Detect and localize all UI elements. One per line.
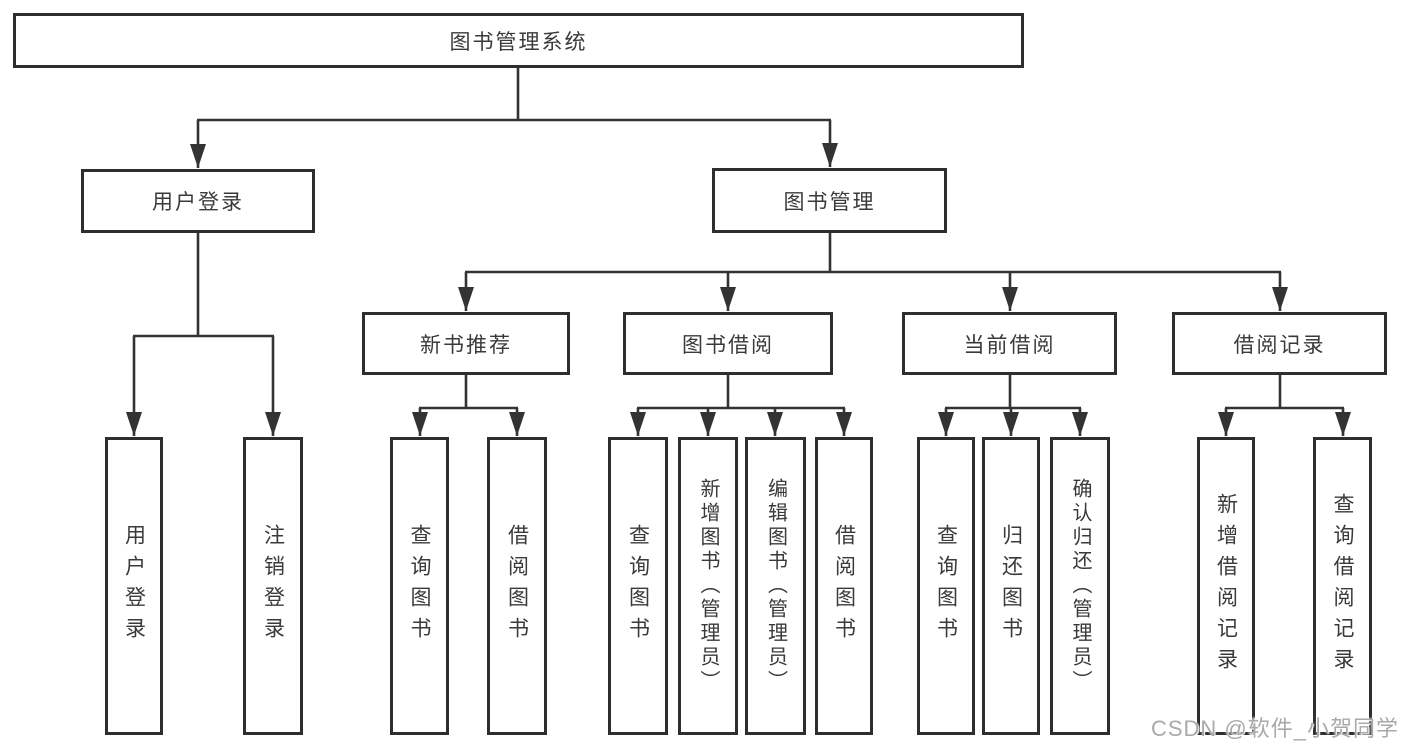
leaf-cb-confirm-return-label: 确认归还（管理员） — [1069, 478, 1091, 694]
node-current-borrow-label: 当前借阅 — [963, 333, 1056, 357]
node-root-label: 图书管理系统 — [449, 30, 588, 54]
leaf-logout-login-label: 注销登录 — [261, 524, 285, 648]
node-user-login: 用户登录 — [81, 169, 315, 233]
csdn-watermark: CSDN @软件_小贺同学 — [1150, 716, 1399, 741]
leaf-cb-query-book-label: 查询图书 — [934, 524, 958, 648]
node-current-borrow: 当前借阅 — [902, 312, 1117, 375]
leaf-br-query-record: 查询借阅记录 — [1313, 437, 1372, 735]
node-root: 图书管理系统 — [13, 13, 1024, 68]
leaf-cb-query-book: 查询图书 — [917, 437, 975, 735]
leaf-nbr-borrow-book: 借阅图书 — [487, 437, 547, 735]
leaf-cb-return-book: 归还图书 — [982, 437, 1040, 735]
leaf-user-login-label: 用户登录 — [122, 524, 146, 648]
leaf-bb-edit-book: 编辑图书（管理员） — [745, 437, 806, 735]
leaf-logout-login: 注销登录 — [243, 437, 303, 735]
leaf-cb-return-book-label: 归还图书 — [999, 524, 1023, 648]
node-borrow-record-label: 借阅记录 — [1233, 333, 1326, 357]
leaf-bb-borrow-book: 借阅图书 — [815, 437, 873, 735]
node-book-management: 图书管理 — [712, 168, 947, 233]
leaf-bb-edit-book-label: 编辑图书（管理员） — [764, 478, 787, 694]
leaf-bb-query-book: 查询图书 — [608, 437, 668, 735]
leaf-br-add-record: 新增借阅记录 — [1197, 437, 1255, 735]
leaf-nbr-query-book-label: 查询图书 — [408, 524, 431, 648]
leaf-nbr-borrow-book-label: 借阅图书 — [505, 524, 529, 648]
leaf-nbr-query-book: 查询图书 — [390, 437, 449, 735]
leaf-br-add-record-label: 新增借阅记录 — [1214, 493, 1238, 679]
leaf-br-query-record-label: 查询借阅记录 — [1331, 493, 1354, 679]
node-borrow-record: 借阅记录 — [1172, 312, 1387, 375]
node-book-borrow: 图书借阅 — [623, 312, 833, 375]
leaf-cb-confirm-return: 确认归还（管理员） — [1050, 437, 1110, 735]
node-new-book-recommend: 新书推荐 — [362, 312, 570, 375]
leaf-user-login: 用户登录 — [105, 437, 163, 735]
leaf-bb-add-book: 新增图书（管理员） — [678, 437, 738, 735]
node-book-borrow-label: 图书借阅 — [682, 333, 774, 357]
node-user-login-label: 用户登录 — [152, 191, 244, 214]
leaf-bb-query-book-label: 查询图书 — [626, 524, 650, 648]
leaf-bb-add-book-label: 新增图书（管理员） — [697, 478, 719, 694]
leaf-bb-borrow-book-label: 借阅图书 — [832, 524, 856, 648]
node-new-book-recommend-label: 新书推荐 — [420, 333, 512, 357]
node-book-management-label: 图书管理 — [783, 190, 876, 214]
